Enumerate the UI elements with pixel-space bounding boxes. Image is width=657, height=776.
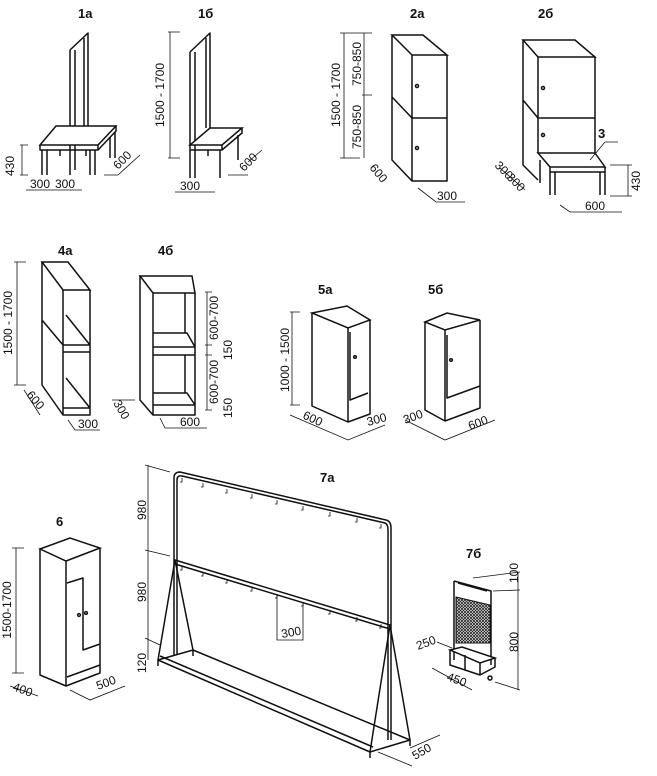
figure-label: 1а (78, 6, 93, 21)
dimension-upper: 980 (135, 500, 149, 520)
figure-6-z-locker: 6 1500-1700 400 500 (0, 514, 126, 701)
dimension-lower: 980 (135, 582, 149, 602)
figure-label: 2б (538, 6, 553, 21)
dimension-height: 1500 - 1700 (329, 63, 343, 127)
dimension-depth: 300 (110, 398, 132, 423)
dimension-height: 1000 - 1500 (278, 328, 292, 392)
dimension-height: 430 (629, 171, 643, 191)
dimension-hook-spacing: 300 (280, 624, 302, 641)
dimension-width: 300 (78, 417, 98, 431)
dimension-depth: 250 (414, 633, 438, 653)
dimension-height: 430 (3, 156, 17, 176)
dimension-depth: 400 (11, 680, 35, 700)
figure-5b-cabinet: 5б 300 600 (401, 282, 496, 441)
dimension-upper: 600-700 (207, 296, 221, 340)
dimension-height: 1500-1700 (0, 581, 14, 639)
dimension-width: 600 (180, 415, 200, 429)
figure-5a-cabinet: 5а 1000 - 1500 600 300 (278, 282, 388, 441)
dimension-width: 300 (365, 410, 388, 429)
dimension-depth: 600 (236, 150, 260, 174)
dimension-height: 1500 - 1700 (153, 63, 167, 127)
dimension-width: 500 (94, 673, 118, 693)
figure-4b-open-shelf-wide: 4б 600-700 150 600-700 150 300 600 (110, 243, 235, 429)
dimension-width: 300 (180, 179, 200, 193)
dimension-lower: 600-700 (207, 360, 221, 404)
dimension-depth: 300 (401, 407, 425, 427)
dimension-gap: 150 (221, 340, 235, 360)
figure-label: 5а (318, 282, 333, 297)
figure-4a-open-shelf: 4а 1500 - 1700 600 300 (1, 243, 100, 431)
dimension-top: 100 (507, 563, 521, 583)
dimension-width: 600 (466, 413, 490, 433)
figure-2a-two-tier-locker: 2а 1500 - 1700 750-850 750-850 600 300 (329, 6, 465, 203)
dimension-depth: 550 (410, 740, 435, 762)
dimension-width: 600 (585, 199, 605, 213)
dimension-depth: 600 (110, 148, 134, 172)
figure-2b-locker-with-bench: 2б 3 300 300 600 430 (492, 6, 643, 213)
hooks (180, 478, 382, 629)
dimension-height: 1500 - 1700 (1, 291, 15, 355)
figure-label: 7а (320, 470, 335, 485)
figure-1a-double-bench: 1а 430 300 300 600 (3, 6, 141, 191)
callout-bench: 3 (598, 126, 605, 141)
figure-label: 6 (56, 514, 63, 529)
figure-7b-shoe-rack: 7б 100 800 250 450 (414, 546, 521, 691)
dimension-width: 300 (55, 177, 75, 191)
figure-label: 4а (58, 243, 73, 258)
figure-1b-single-bench: 1б 1500 - 1700 300 600 (153, 6, 263, 193)
dimension-depth: 600 (367, 161, 391, 186)
figure-7a-coat-rack: 7а 980 980 120 300 550 (135, 464, 441, 767)
dimension-height: 800 (507, 632, 521, 652)
dimension-width: 450 (445, 670, 469, 690)
dimension-base: 120 (135, 653, 149, 673)
dimension-depth: 600 (24, 388, 48, 413)
figure-label: 4б (158, 243, 173, 258)
figure-label: 5б (428, 282, 443, 297)
figure-label: 1б (198, 6, 213, 21)
dimension-base: 150 (221, 398, 235, 418)
dimension-lower: 750-850 (350, 105, 364, 149)
dimension-depth: 600 (301, 408, 325, 429)
dimension-width: 300 (437, 189, 457, 203)
figure-label: 7б (466, 546, 481, 561)
dimension-width: 300 (30, 177, 50, 191)
figure-label: 2а (410, 6, 425, 21)
dimension-upper: 750-850 (350, 42, 364, 86)
